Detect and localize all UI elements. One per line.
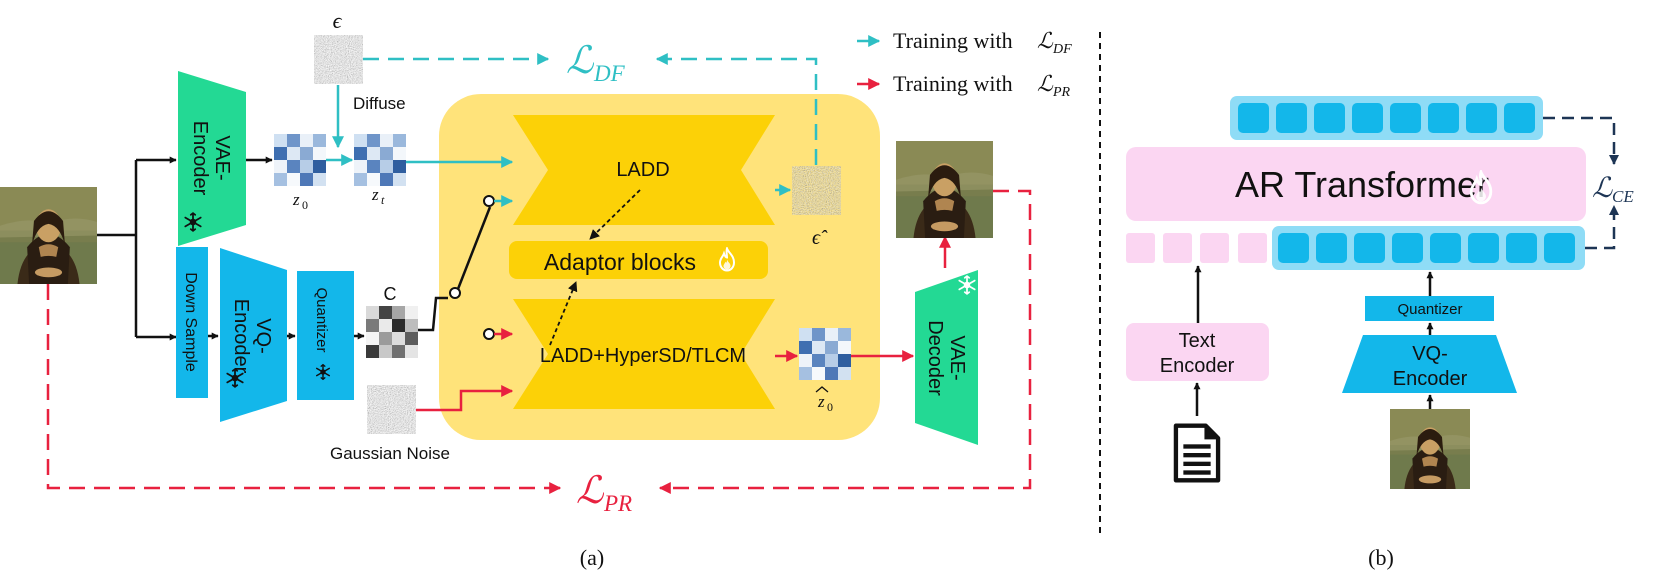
ar-transformer-label: AR Transformer [1235,164,1489,205]
ladd-block [513,115,775,225]
text-encoder-block [1126,323,1269,381]
ladd-label: LADD [616,159,669,181]
vae-encoder-label-1: VAE- [211,135,233,180]
caption-a: (a) [580,545,604,570]
output-tokens [1238,103,1535,133]
latent-grid-z0-hat [799,328,851,380]
vq-encoder-b-block [1342,335,1517,393]
quantizer-b-label: Quantizer [1397,301,1462,318]
vae-encoder-block [178,71,246,246]
ladd-hypersd-block [513,299,775,409]
loss-df-label: ℒ DF [566,40,626,86]
svg-text:DF: DF [593,61,626,86]
svg-text:0: 0 [827,400,833,414]
text-tokens [1126,233,1267,263]
svg-text:PR: PR [603,491,632,516]
mona-lisa-input-image [0,187,97,284]
vae-encoder-label-2: Encoder [189,121,211,196]
legend-df-sub: DF [1052,42,1072,57]
legend-df-text: Training with [893,28,1013,53]
panel-a: LADD Adaptor blocks LADD+HyperSD/TLCM VA… [0,8,1032,570]
noise-image-gaussian [367,385,416,434]
ar-transformer-block [1126,147,1586,221]
svg-text:CE: CE [1612,187,1634,206]
legend: Training with ℒ DF Training with ℒ PR [857,28,1072,100]
legend-pr-sub: PR [1052,85,1071,100]
quantizer-label: Quantizer [313,287,330,352]
down-sample-block [176,247,208,398]
svg-text:ℒ: ℒ [576,470,605,512]
loss-pr-label: ℒ PR [576,470,632,516]
adaptor-blocks [509,241,768,279]
loss-ce-label: ℒ CE [1592,173,1634,206]
condition-grid [366,306,418,358]
vq-encoder-b-label-1: VQ- [1412,343,1448,365]
z0-hat-label: z 0 [815,386,833,414]
noise-image-epsilon [314,35,363,84]
ladd-hypersd-label: LADD+HyperSD/TLCM [540,345,746,367]
z0-label: z 0 [292,190,308,212]
svg-text:ℒ: ℒ [566,40,595,82]
vae-decoder-label-2: Decoder [924,320,946,396]
gaussian-noise-label: Gaussian Noise [330,444,450,463]
svg-text:ℒ: ℒ [1592,173,1613,204]
switch-contact-top [483,195,495,207]
adaptor-label: Adaptor blocks [544,249,696,275]
text-encoder-label-2: Encoder [1160,355,1235,377]
vae-decoder-label-1: VAE- [946,335,968,380]
mona-lisa-b-image [1390,409,1470,489]
c-to-switch-line [418,296,448,332]
switch-pivot [449,287,461,299]
svg-text:z: z [292,190,300,209]
image-tokens [1278,233,1575,263]
vq-encoder-label-2: Encoder [230,299,252,374]
ladd-to-adaptor-arrow [589,189,641,240]
ldf-right-dash [655,53,818,165]
switch-contact-bottom [483,328,495,340]
switch-lever [456,206,492,290]
down-sample-label: Down Sample [182,272,199,372]
latent-grid-z0 [274,134,326,186]
noise-to-hyper-arrow [416,385,514,412]
svg-text:z: z [371,185,379,204]
vq-encoder-label-1: VQ- [252,318,274,354]
mona-lisa-output-image [896,141,993,238]
document-icon [1176,426,1218,481]
lce-bottom-dash [1585,205,1619,250]
lpr-right-dash [658,189,1032,494]
output-token-strip [1230,96,1543,140]
latent-grid-zt [354,134,406,186]
text-encoder-label-1: Text [1179,330,1216,352]
legend-pr-sym: ℒ [1037,71,1054,96]
quantizer-block [297,271,354,400]
diffuse-label: Diffuse [353,94,406,113]
noise-image-eps-hat [792,166,841,215]
caption-b: (b) [1368,545,1394,570]
vq-encoder-b-label-2: Encoder [1393,368,1468,390]
vae-decoder-block [915,270,978,445]
epsilon-label: ϵ [333,8,343,33]
quantizer-b-block [1365,296,1494,321]
svg-text:t: t [381,193,385,207]
input-branch-lines [97,156,177,341]
svg-text:0: 0 [302,198,308,212]
legend-df-sym: ℒ [1037,28,1054,53]
lpr-left-dash [46,284,562,494]
legend-pr-text: Training with [893,71,1013,96]
svg-text:z: z [817,392,825,411]
lce-top-dash [1543,116,1619,165]
hyper-to-adaptor-arrow [549,281,578,346]
panel-b: AR Transformer ℒ CE Te [1126,96,1634,570]
c-label: C [384,284,397,304]
zt-label: z t [371,185,385,207]
